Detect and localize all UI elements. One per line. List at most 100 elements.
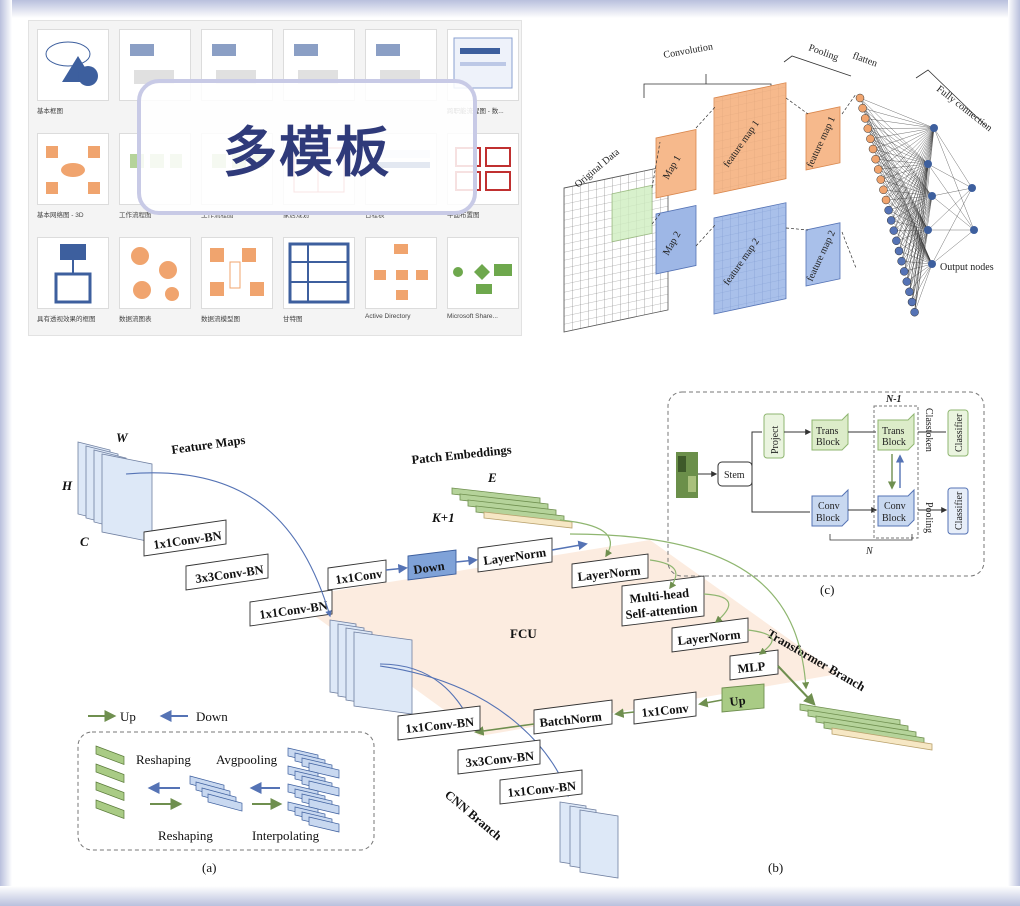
down-block: Down — [407, 549, 457, 581]
fc-connection — [914, 195, 933, 313]
flatten-node — [907, 297, 917, 307]
trans-block-2: Trans Block — [877, 412, 915, 451]
output-node — [968, 184, 976, 192]
feature-bar — [308, 762, 340, 779]
feature-bar — [308, 798, 340, 815]
template-tile[interactable]: 甘特图 — [283, 237, 355, 323]
pooled-map-1 — [805, 106, 841, 171]
fcu-label: FCU — [510, 626, 537, 641]
fc-connection — [865, 118, 935, 129]
panel-c-frame — [667, 391, 985, 577]
fc-connection — [865, 118, 929, 165]
template-tile[interactable]: 基本框图 — [37, 29, 109, 115]
fc-connection — [872, 148, 933, 265]
flatten-node — [873, 165, 883, 174]
fc-connection — [911, 195, 933, 303]
svg-text:Up: Up — [729, 693, 746, 709]
svg-text:Block: Block — [882, 513, 906, 524]
svg-text:Block: Block — [882, 437, 906, 448]
template-tile-label: 数据流模型图 — [201, 316, 240, 323]
cnn-architecture-diagram: Convolution Pooling flatten Fully connec… — [563, 41, 994, 333]
svg-text:1x1Conv: 1x1Conv — [334, 566, 383, 587]
fc-connection — [875, 127, 935, 160]
fc-connection — [870, 138, 929, 165]
data-flow-icon — [119, 237, 191, 309]
layernorm-2: LayerNorm — [571, 553, 649, 589]
template-tile[interactable]: Microsoft Share... — [447, 237, 519, 320]
fc-connection — [906, 263, 933, 282]
fc-connection — [911, 229, 929, 303]
svg-text:Block: Block — [816, 513, 840, 524]
fc-connection — [914, 229, 929, 313]
height-label: H — [61, 478, 73, 493]
flatten-node — [868, 144, 878, 154]
slide-frame-top — [0, 0, 1020, 18]
template-gallery: 基本框图跨职能流程图 - 数...基本网络图 - 3D工作流程图工作流程图家居规… — [28, 20, 522, 336]
perspective-block-icon — [37, 237, 109, 309]
flatten-node — [863, 124, 873, 133]
fully-connection-label: Fully connection — [934, 84, 994, 134]
conv-block-1b: 1x1Conv-BN — [249, 589, 333, 627]
flatten-node — [881, 195, 891, 205]
token-bar — [95, 745, 125, 766]
classifier-1: Classifier — [947, 409, 969, 457]
output-nodes-label: Output nodes — [940, 262, 994, 273]
flatten-node — [905, 287, 914, 297]
multi-head-attention: Multi-head Self-attention — [621, 575, 705, 627]
fc-connection — [931, 229, 975, 265]
fc-connection — [872, 148, 929, 165]
svg-text:Trans: Trans — [816, 426, 839, 437]
fc-connection — [911, 163, 929, 303]
fc-connection — [888, 210, 933, 265]
fc-connection — [898, 195, 933, 252]
batchnorm-block: BatchNorm — [533, 699, 613, 735]
token-bar — [95, 781, 125, 802]
template-tile[interactable]: 数据流图表 — [119, 237, 191, 323]
fc-connection — [893, 229, 929, 231]
flatten-node — [884, 205, 893, 215]
fc-connection — [859, 97, 935, 129]
feature-map-2 — [713, 202, 787, 315]
fc-connection — [898, 250, 933, 265]
flatten-node — [866, 134, 875, 144]
pooling-label: Pooling — [807, 42, 840, 63]
fc-connection — [885, 163, 929, 201]
cnn-conv-bottom-1: 1x1Conv-BN — [397, 705, 481, 741]
conv-block-3: 3x3Conv-BN — [185, 553, 269, 591]
fcu-conv1: 1x1Conv — [327, 559, 387, 591]
flatten-node — [897, 256, 906, 266]
fc-connection — [901, 229, 929, 262]
fc-connection — [859, 97, 929, 231]
cnn-branch-label: CNN Branch — [442, 788, 505, 844]
original-data-grid — [563, 165, 669, 333]
repeat-group-frame — [873, 405, 919, 539]
template-tile[interactable]: Active Directory — [365, 237, 437, 320]
panel-a-frame — [77, 731, 375, 851]
cross-functional-flowchart-icon — [447, 29, 519, 101]
fc-connection — [891, 195, 933, 221]
svg-text:1x1Conv: 1x1Conv — [641, 701, 690, 720]
template-tile[interactable]: 基本网络图 - 3D — [37, 133, 109, 219]
up-block: Up — [721, 683, 765, 713]
fc-connection — [901, 195, 933, 262]
classifier-arrows — [918, 431, 946, 510]
feature-maps-label: Feature Maps — [170, 433, 246, 457]
fc-connection — [867, 128, 933, 197]
reshaping-top-label: Reshaping — [136, 752, 191, 767]
fc-connection — [870, 127, 935, 139]
convolution-label: Convolution — [663, 41, 714, 61]
feature-bar — [308, 816, 340, 833]
template-tile[interactable]: 具有透视效果的框图 — [37, 237, 109, 323]
fc-connection — [872, 127, 935, 150]
fc-connection — [911, 263, 933, 303]
template-tile[interactable]: 跨职能流程图 - 数... — [447, 29, 519, 115]
arrow-down-to-ln — [455, 555, 478, 566]
legend: Up Down — [88, 709, 228, 724]
pooling-label-c: Pooling — [923, 502, 934, 533]
template-tile[interactable]: 数据流模型图 — [201, 237, 273, 323]
hidden-node — [930, 124, 938, 132]
hidden-node — [928, 260, 936, 268]
fc-connection — [909, 163, 929, 292]
flatten-node — [855, 93, 865, 103]
